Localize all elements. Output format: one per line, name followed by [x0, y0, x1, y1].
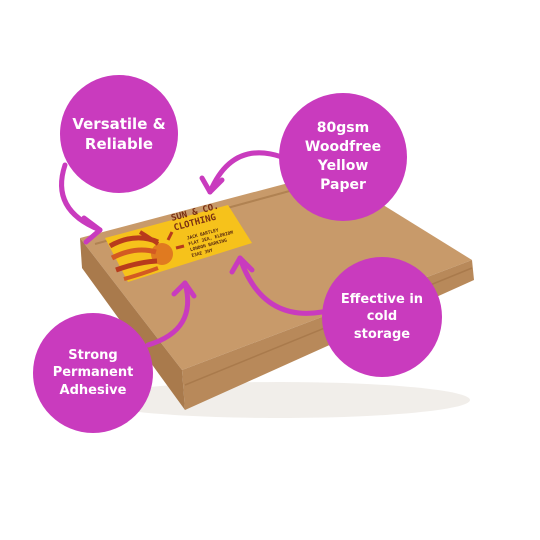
box-left-edge: [80, 238, 185, 410]
callout-adhesive: Strong Permanent Adhesive: [33, 313, 153, 433]
callout-versatile-reliable: Versatile & Reliable: [60, 75, 178, 193]
shipping-label: SUN & CO. CLOTHING JACK BARTLEY FLAT 3EA…: [105, 202, 252, 282]
arrow-icon: [145, 280, 197, 348]
sun-icon: [108, 230, 185, 281]
arrow-icon: [59, 162, 103, 245]
callout-cold-storage: Effective in cold storage: [322, 257, 442, 377]
label-address-line: E3AE 3NY: [191, 248, 214, 259]
arrow-icon: [229, 255, 325, 316]
arrow-icon: [199, 150, 285, 195]
callout-paper-type: 80gsm Woodfree Yellow Paper: [279, 93, 407, 221]
